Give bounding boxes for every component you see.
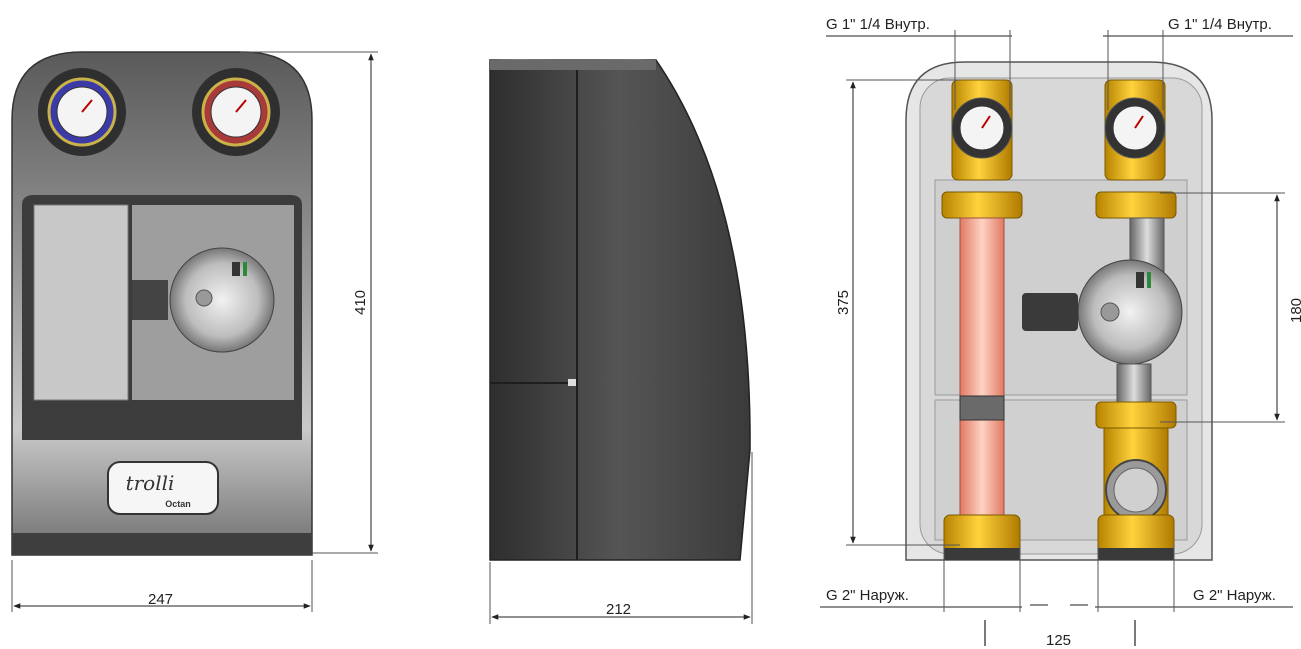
right-thermometer-icon — [1104, 97, 1166, 159]
interior-height-label: 375 — [835, 289, 853, 316]
top-right-thread-label: G 1" 1/4 Внутр. — [1168, 16, 1272, 33]
left-union-nut-top — [941, 191, 1023, 219]
thermometer-right-icon — [192, 68, 280, 156]
logo-text: trolli — [126, 471, 175, 495]
axis-distance-label: 125 — [1046, 632, 1072, 649]
front-cover-panel — [33, 204, 129, 401]
logo-subtext: Octan — [165, 499, 191, 509]
right-union-nut-bottom — [1095, 401, 1177, 429]
side-latch — [568, 379, 576, 386]
thermometer-left-icon — [38, 68, 126, 156]
left-flow-pipe — [959, 217, 1005, 529]
left-thermometer-icon — [951, 97, 1013, 159]
top-left-thread-label: G 1" 1/4 Внутр. — [826, 16, 930, 33]
interior-pump-icon — [1077, 259, 1183, 365]
front-height-label: 410 — [352, 289, 370, 316]
pump-icon — [169, 247, 275, 353]
interior-view — [820, 30, 1293, 646]
bottom-left-thread-label: G 2" Наруж. — [826, 587, 909, 604]
right-union-nut-top — [1095, 191, 1177, 219]
side-view — [489, 59, 753, 624]
bottom-right-thread-label: G 2" Наруж. — [1193, 587, 1276, 604]
pump-connector — [132, 280, 168, 320]
side-depth-label: 212 — [606, 601, 632, 618]
side-housing — [489, 59, 751, 561]
pump-motor-plug — [1022, 293, 1078, 331]
pump-span-label: 180 — [1288, 297, 1301, 324]
front-view: trolli Octan — [11, 51, 378, 612]
ball-valve-icon — [1105, 459, 1167, 521]
front-base — [12, 533, 312, 555]
logo-badge: trolli Octan — [107, 461, 219, 515]
front-width-label: 247 — [148, 591, 174, 608]
